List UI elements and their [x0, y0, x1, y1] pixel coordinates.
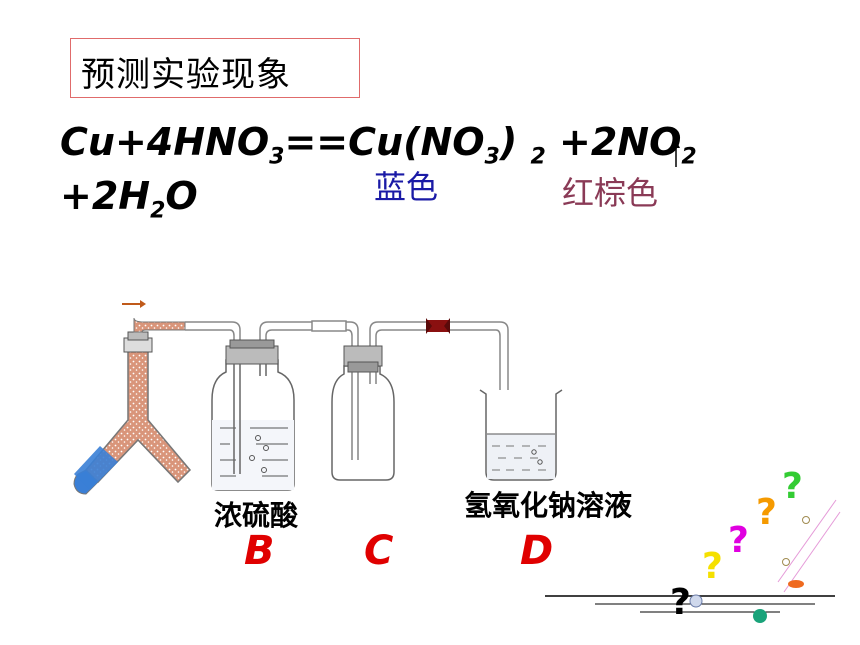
copper-nitrate-color-label: 蓝色 [374, 168, 439, 206]
question-mark-black: ? [670, 582, 691, 623]
clamp [426, 318, 450, 334]
gas-up-arrow [672, 140, 680, 167]
eq-part: Cu+4HNO [60, 120, 270, 164]
eq-sub: 3 [484, 144, 500, 170]
eq-sub: 3 [269, 144, 285, 170]
eq-part: +2NO [545, 120, 682, 164]
question-mark-yellow: ? [702, 546, 723, 587]
y-shaped-tube [73, 317, 192, 495]
eq-sub: 2 [681, 144, 697, 170]
question-mark-green: ? [782, 466, 803, 507]
equation-line-1: Cu+4HNO3==Cu(NO3) 2 +2NO2 [60, 120, 697, 170]
question-mark-orange: ? [756, 492, 777, 533]
eq-part: ) [499, 120, 531, 164]
label-b: B [244, 528, 275, 574]
eq-part: ==Cu(NO [284, 120, 485, 164]
reagent-concentrated-sulfuric-acid: 浓硫酸 [214, 499, 299, 532]
bottle-b [211, 339, 295, 491]
eq-part: +2H [60, 174, 151, 218]
nitrogen-dioxide-color-label: 红棕色 [562, 174, 659, 212]
beaker-d [479, 389, 563, 481]
reagent-sodium-hydroxide-solution: 氢氧化钠溶液 [464, 489, 633, 522]
decorative-lines [545, 499, 841, 623]
flow-arrow [122, 300, 146, 308]
eq-part: O [165, 174, 198, 218]
question-mark-magenta: ? [728, 520, 749, 561]
connecting-tubing [185, 320, 509, 460]
label-c: C [364, 528, 394, 574]
label-d: D [520, 528, 554, 574]
page-title: 预测实验现象 [81, 55, 291, 95]
eq-sub: 2 [530, 144, 546, 170]
title-box: 预测实验现象 [70, 38, 360, 98]
equation-line-2: +2H2O [60, 174, 198, 224]
bottle-c [331, 345, 395, 481]
eq-sub: 2 [150, 198, 166, 224]
